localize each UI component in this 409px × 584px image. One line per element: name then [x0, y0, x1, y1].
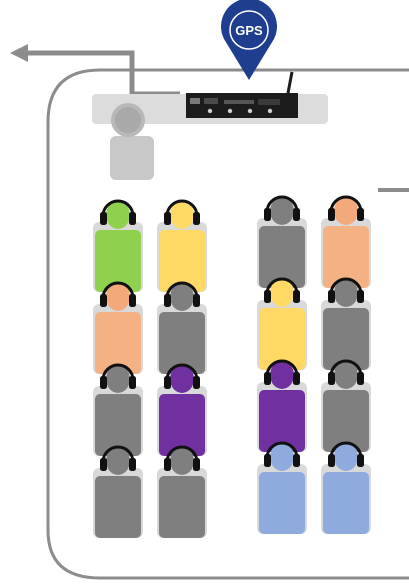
- audio-transmitter-device: [186, 72, 298, 118]
- passenger-right_block-r3-c2: [321, 361, 371, 452]
- passenger-left_block-r1-c2: [157, 201, 207, 292]
- passenger-right_block-r4-c1: [257, 443, 307, 534]
- passenger-right_block-r1-c2: [321, 197, 371, 288]
- passenger-right_block-r4-c2: [321, 443, 371, 534]
- passenger-left_block-r1-c1: [93, 201, 143, 292]
- passenger-left_block-r4-c1: [93, 447, 143, 538]
- gps-label: GPS: [235, 23, 263, 38]
- passenger-left_block-r4-c2: [157, 447, 207, 538]
- passenger-right_block-r1-c1: [257, 197, 307, 288]
- passenger-seating: [93, 197, 371, 538]
- gps-pin-icon: GPS: [221, 0, 277, 80]
- passenger-right_block-r2-c1: [257, 279, 307, 370]
- passenger-left_block-r2-c1: [93, 283, 143, 374]
- passenger-left_block-r3-c1: [93, 365, 143, 456]
- passenger-left_block-r2-c2: [157, 283, 207, 374]
- passenger-right_block-r2-c2: [321, 279, 371, 370]
- passenger-right_block-r3-c1: [257, 361, 307, 452]
- passenger-left_block-r3-c2: [157, 365, 207, 456]
